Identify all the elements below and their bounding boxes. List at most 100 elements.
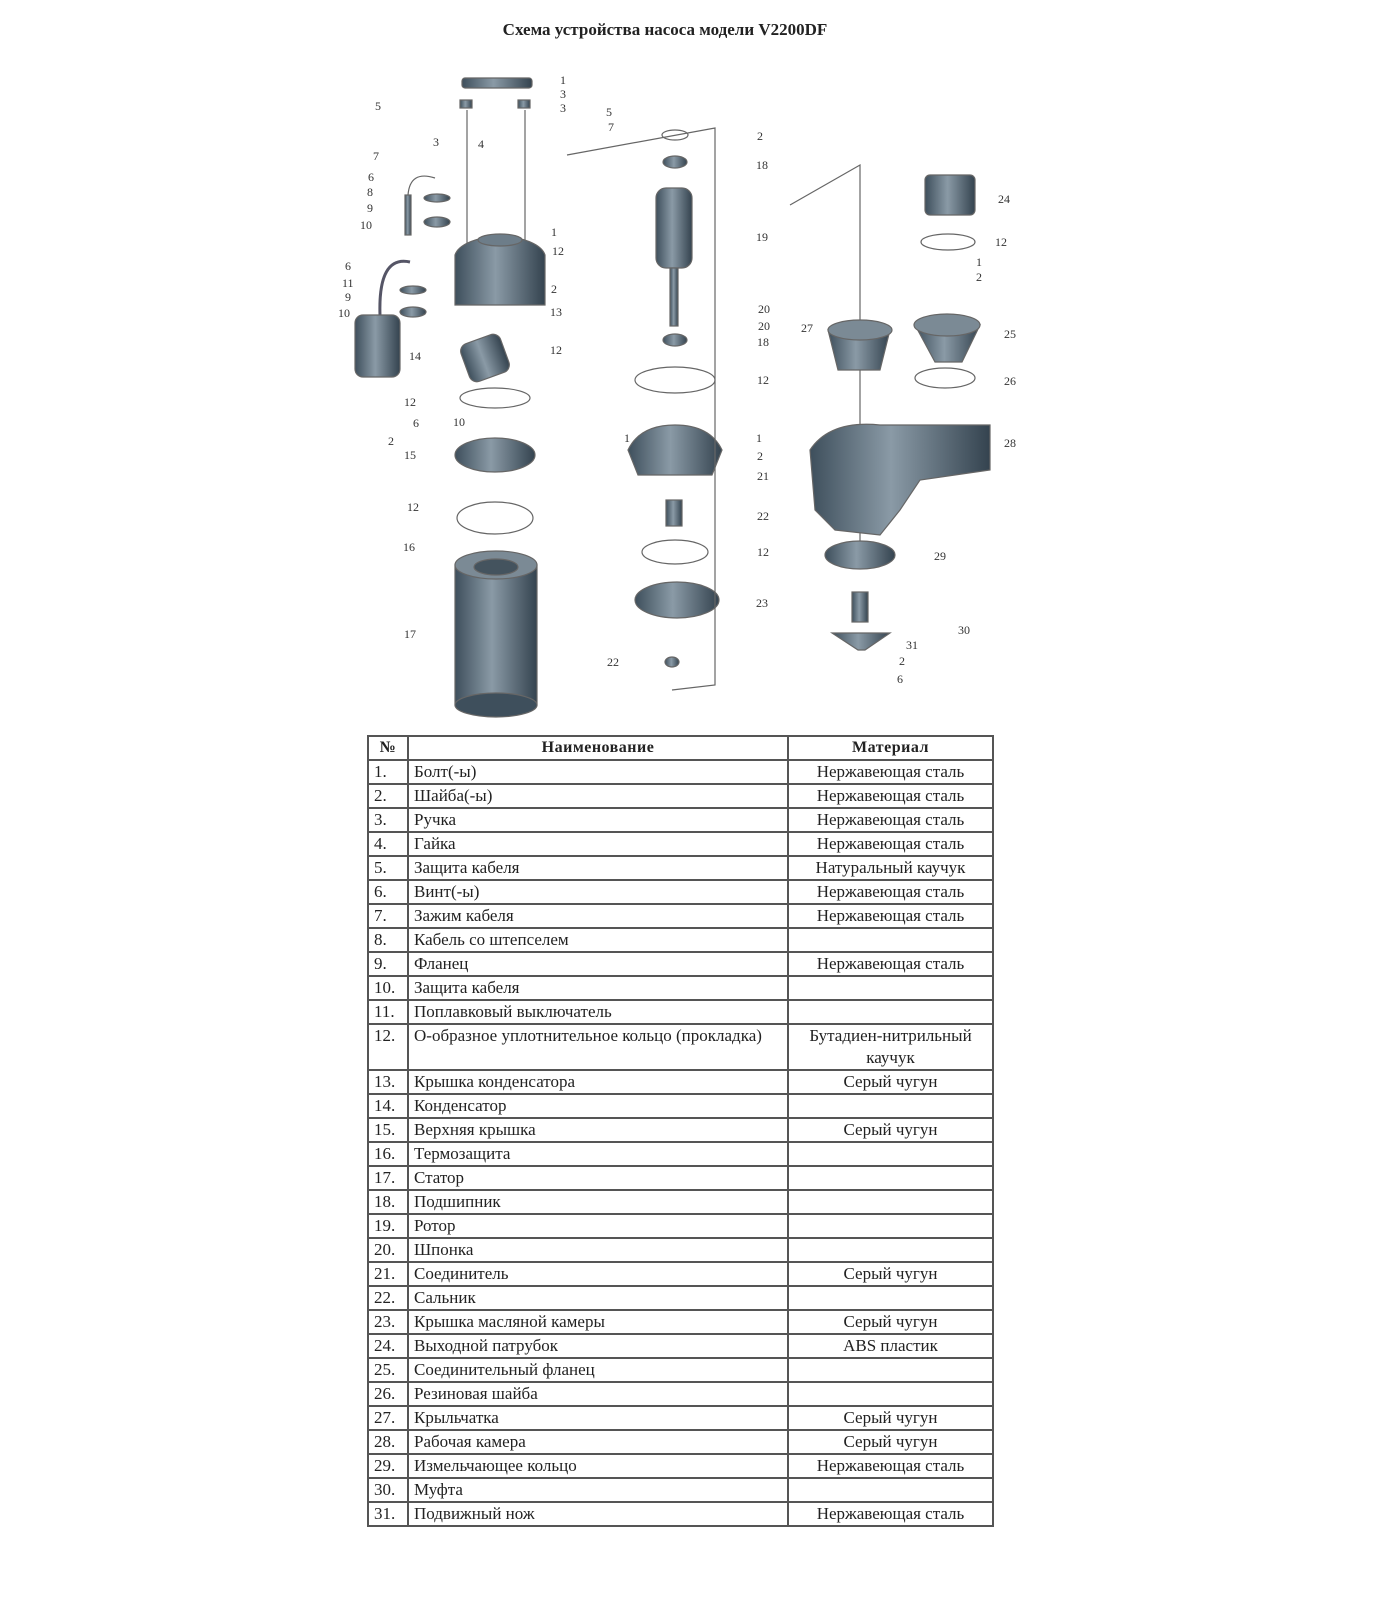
part-material: Серый чугун xyxy=(787,1117,994,1143)
part-number: 17. xyxy=(367,1165,409,1191)
part-material: Серый чугун xyxy=(787,1261,994,1287)
part-callout-label: 3 xyxy=(560,87,566,101)
part-material: ABS пластик xyxy=(787,1333,994,1359)
part-material: Нержавеющая сталь xyxy=(787,1453,994,1479)
part-name: Зажим кабеля xyxy=(407,903,789,929)
part-callout-label: 12 xyxy=(552,244,564,258)
part-callout-label: 18 xyxy=(756,158,768,172)
part-callout-label: 23 xyxy=(756,596,768,610)
table-row: 14.Конденсатор xyxy=(367,1093,994,1119)
handle-part xyxy=(461,77,533,89)
part-number: 10. xyxy=(367,975,409,1001)
part-material xyxy=(787,1237,994,1263)
table-row: 16.Термозащита xyxy=(367,1141,994,1167)
part-callout-label: 6 xyxy=(413,416,419,430)
part-callout-label: 7 xyxy=(373,149,379,163)
part-number: 13. xyxy=(367,1069,409,1095)
part-callout-label: 12 xyxy=(404,395,416,409)
part-number: 2. xyxy=(367,783,409,809)
table-row: 1.Болт(-ы)Нержавеющая сталь xyxy=(367,759,994,785)
part-callout-label: 25 xyxy=(1004,327,1016,341)
part-callout-label: 15 xyxy=(404,448,416,462)
part-callout-label: 2 xyxy=(551,282,557,296)
part-callout-label: 13 xyxy=(550,305,562,319)
part-number: 8. xyxy=(367,927,409,953)
float-switch-part xyxy=(354,314,401,378)
part-callout-label: 1 xyxy=(624,431,630,445)
part-number: 4. xyxy=(367,831,409,857)
part-callout-label: 2 xyxy=(899,654,905,668)
part-callout-label: 17 xyxy=(404,627,416,641)
part-material: Нержавеющая сталь xyxy=(787,807,994,833)
part-callout-label: 26 xyxy=(1004,374,1016,388)
rotor-part xyxy=(655,187,693,269)
table-row: 22.Сальник xyxy=(367,1285,994,1311)
part-name: Резиновая шайба xyxy=(407,1381,789,1407)
part-callout-label: 2 xyxy=(757,449,763,463)
part-callout-label: 22 xyxy=(607,655,619,669)
part-material: Серый чугун xyxy=(787,1069,994,1095)
part-material xyxy=(787,1357,994,1383)
part-name: Крышка конденсатора xyxy=(407,1069,789,1095)
part-callout-label: 30 xyxy=(958,623,970,637)
part-callout-label: 1 xyxy=(551,225,557,239)
part-number: 12. xyxy=(367,1023,409,1071)
part-callout-label: 21 xyxy=(757,469,769,483)
part-number: 3. xyxy=(367,807,409,833)
part-callout-label: 12 xyxy=(550,343,562,357)
part-callout-label: 6 xyxy=(345,259,351,273)
part-callout-label: 12 xyxy=(995,235,1007,249)
part-number: 14. xyxy=(367,1093,409,1119)
oil-chamber-cover-part xyxy=(634,581,720,619)
part-material: Нержавеющая сталь xyxy=(787,903,994,929)
part-name: Шпонка xyxy=(407,1237,789,1263)
part-material: Нержавеющая сталь xyxy=(787,1501,994,1527)
part-number: 1. xyxy=(367,759,409,785)
table-row: 2.Шайба(-ы)Нержавеющая сталь xyxy=(367,783,994,809)
part-material xyxy=(787,1285,994,1311)
part-callout-label: 29 xyxy=(934,549,946,563)
part-name: Защита кабеля xyxy=(407,975,789,1001)
part-callout-label: 3 xyxy=(433,135,439,149)
part-callout-label: 18 xyxy=(757,335,769,349)
part-material xyxy=(787,1141,994,1167)
part-name: Фланец xyxy=(407,951,789,977)
part-name: Рабочая камера xyxy=(407,1429,789,1455)
part-callout-label: 31 xyxy=(906,638,918,652)
part-callout-label: 10 xyxy=(338,306,350,320)
table-row: 19.Ротор xyxy=(367,1213,994,1239)
part-number: 22. xyxy=(367,1285,409,1311)
part-callout-label: 6 xyxy=(368,170,374,184)
part-material: Нержавеющая сталь xyxy=(787,783,994,809)
part-number: 18. xyxy=(367,1189,409,1215)
part-callout-label: 11 xyxy=(342,276,354,290)
part-number: 26. xyxy=(367,1381,409,1407)
part-callout-label: 3 xyxy=(560,101,566,115)
part-callout-label: 12 xyxy=(757,545,769,559)
part-callout-label: 27 xyxy=(801,321,813,335)
table-row: 20.Шпонка xyxy=(367,1237,994,1263)
part-name: Гайка xyxy=(407,831,789,857)
column-header-material: Материал xyxy=(787,735,994,761)
part-number: 31. xyxy=(367,1501,409,1527)
part-name: Выходной патрубок xyxy=(407,1333,789,1359)
part-material xyxy=(787,1477,994,1503)
part-callout-label: 1 xyxy=(756,431,762,445)
part-name: Крыльчатка xyxy=(407,1405,789,1431)
part-name: Крышка масляной камеры xyxy=(407,1309,789,1335)
part-name: Подвижный нож xyxy=(407,1501,789,1527)
part-material xyxy=(787,927,994,953)
part-name: Защита кабеля xyxy=(407,855,789,881)
table-header-row: № Наименование Материал xyxy=(367,735,994,761)
table-row: 25.Соединительный фланец xyxy=(367,1357,994,1383)
part-number: 28. xyxy=(367,1429,409,1455)
table-row: 30.Муфта xyxy=(367,1477,994,1503)
part-callout-label: 8 xyxy=(367,185,373,199)
part-number: 21. xyxy=(367,1261,409,1287)
